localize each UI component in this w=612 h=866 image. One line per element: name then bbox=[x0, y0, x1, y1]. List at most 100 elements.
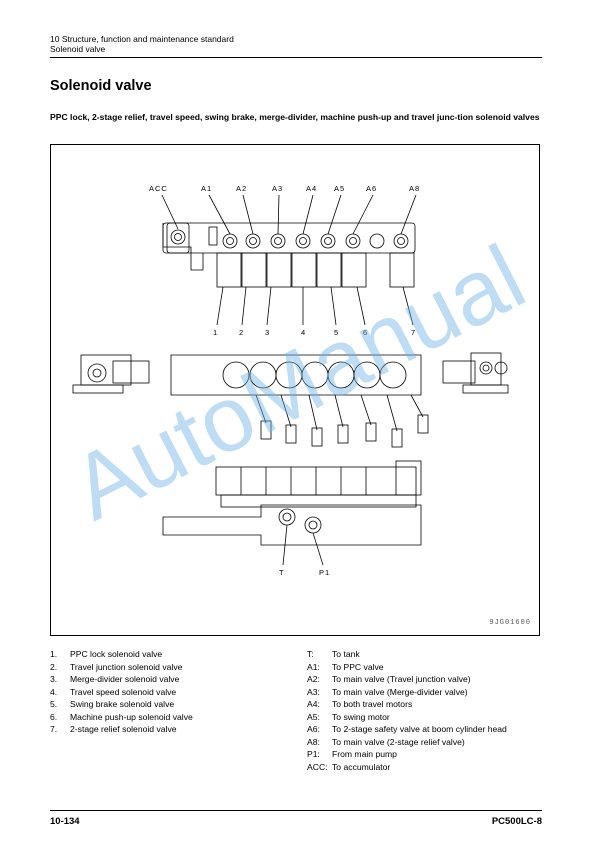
page-title: Solenoid valve bbox=[50, 78, 152, 94]
label-7: 7 bbox=[411, 328, 416, 337]
left-coil bbox=[112, 360, 150, 384]
legend-item: P1:From main pump bbox=[307, 748, 507, 761]
legend-key: A1: bbox=[307, 661, 320, 672]
mount-bracket-top bbox=[162, 223, 204, 271]
label-acc: ACC bbox=[149, 184, 168, 193]
figure-caption: PPC lock, 2-stage relief, travel speed, … bbox=[50, 112, 540, 122]
top-view bbox=[161, 194, 417, 326]
legend-key: A3: bbox=[307, 686, 320, 697]
legend-item: 7. 2-stage relief solenoid valve bbox=[50, 723, 193, 736]
header-section: 10 Structure, function and maintenance s… bbox=[50, 34, 234, 44]
acc-port bbox=[170, 229, 186, 245]
legend-text: To tank bbox=[332, 649, 360, 659]
label-t: T bbox=[279, 568, 285, 577]
legend-item: 4. Travel speed solenoid valve bbox=[50, 686, 193, 699]
label-2: 2 bbox=[239, 328, 244, 337]
label-a6: A6 bbox=[366, 184, 377, 193]
legend-key: P1: bbox=[307, 749, 320, 759]
legend-item: 5. Swing brake solenoid valve bbox=[50, 698, 193, 711]
legend-text: To both travel motors bbox=[332, 699, 413, 709]
legend-key: ACC: bbox=[307, 761, 328, 772]
legend-item: T: To tank bbox=[307, 648, 507, 661]
label-a8: A8 bbox=[409, 184, 420, 193]
label-a2: A2 bbox=[236, 184, 247, 193]
legend-text: To accumulator bbox=[332, 761, 391, 772]
legend-text: Travel junction solenoid valve bbox=[70, 661, 183, 672]
legend-text: 2-stage relief solenoid valve bbox=[70, 724, 177, 734]
port-t bbox=[278, 508, 296, 526]
legend-key: 4. bbox=[50, 686, 58, 697]
legend-key: 1. bbox=[50, 649, 58, 659]
legend-key: 6. bbox=[50, 711, 58, 722]
port-a2 bbox=[245, 233, 261, 249]
legend-ports: T: To tank A1: To PPC valve A2:To main val… bbox=[307, 648, 507, 773]
legend-key: 2. bbox=[50, 661, 58, 672]
solenoid-coil-1 bbox=[216, 252, 242, 288]
left-side-view bbox=[72, 354, 150, 394]
front-view bbox=[170, 354, 429, 448]
legend-item: A8: To main valve (2-stage relief valve) bbox=[307, 736, 507, 749]
footer-divider bbox=[50, 810, 542, 811]
label-5: 5 bbox=[334, 328, 339, 337]
legend-key: A6: bbox=[307, 724, 320, 734]
legend-key: 7. bbox=[50, 724, 58, 734]
legend-text: To main valve (Travel junction valve) bbox=[332, 674, 471, 684]
acc-port-inner bbox=[174, 233, 182, 241]
page-number: 10-134 bbox=[50, 816, 80, 827]
legend-text: To 2-stage safety valve at boom cylinder… bbox=[332, 724, 507, 734]
solenoid-coil-6 bbox=[341, 252, 367, 288]
legend-key: T: bbox=[307, 649, 314, 659]
solenoid-valve-figure: ACC A1 A2 A3 A4 A5 A6 A8 1 2 3 4 5 6 7 T… bbox=[50, 144, 540, 636]
label-a3: A3 bbox=[272, 184, 283, 193]
technical-drawing: ACC A1 A2 A3 A4 A5 A6 A8 1 2 3 4 5 6 7 T… bbox=[72, 184, 509, 577]
port-a4 bbox=[295, 233, 311, 249]
header-divider bbox=[50, 57, 542, 58]
legend-item: A1: To PPC valve bbox=[307, 661, 507, 674]
legend-item: 2. Travel junction solenoid valve bbox=[50, 661, 193, 674]
port-a8 bbox=[393, 233, 409, 249]
port-a6 bbox=[345, 233, 361, 249]
legend-key: 3. bbox=[50, 674, 58, 684]
legend-key: A5: bbox=[307, 711, 320, 722]
label-p1: P1 bbox=[319, 568, 330, 577]
page-header: 10 Structure, function and maintenance s… bbox=[50, 34, 234, 54]
legend-item: A3: To main valve (Merge-divider valve) bbox=[307, 686, 507, 699]
solenoid-coil-7 bbox=[389, 252, 415, 288]
legend-key: 5. bbox=[50, 699, 58, 709]
label-a4: A4 bbox=[306, 184, 317, 193]
legend-item: A2:To main valve (Travel junction valve) bbox=[307, 673, 507, 686]
port-a5 bbox=[320, 233, 336, 249]
bottom-view bbox=[162, 460, 422, 566]
legend-text: To PPC valve bbox=[332, 661, 384, 672]
solenoid-coil-4 bbox=[291, 252, 317, 288]
legend-item: 3. Merge-divider solenoid valve bbox=[50, 673, 193, 686]
legend-item: A4: To both travel motors bbox=[307, 698, 507, 711]
legend-text: To swing motor bbox=[332, 711, 390, 722]
legend-text: Travel speed solenoid valve bbox=[70, 686, 177, 697]
legend-text: Swing brake solenoid valve bbox=[70, 699, 175, 709]
name-plate bbox=[208, 226, 218, 246]
legend-text: PPC lock solenoid valve bbox=[70, 649, 163, 659]
port-blank bbox=[369, 233, 385, 249]
legend-item: 6.Machine push-up solenoid valve bbox=[50, 711, 193, 724]
legend-key: A8: bbox=[307, 736, 320, 747]
legend-text: To main valve (2-stage relief valve) bbox=[332, 736, 465, 747]
drawing-code: 9JG01600 bbox=[489, 619, 531, 627]
legend-item: ACC: To accumulator bbox=[307, 761, 507, 774]
legend-text: Merge-divider solenoid valve bbox=[70, 674, 180, 684]
solenoid-coil-3 bbox=[266, 252, 292, 288]
label-4: 4 bbox=[301, 328, 306, 337]
valve-body-top bbox=[162, 222, 416, 254]
label-a5: A5 bbox=[334, 184, 345, 193]
header-subsection: Solenoid valve bbox=[50, 44, 106, 54]
acc-port-block bbox=[166, 222, 190, 254]
right-side-view bbox=[442, 352, 509, 394]
legend-text: To main valve (Merge-divider valve) bbox=[332, 686, 468, 697]
solenoid-coil-2 bbox=[241, 252, 267, 288]
label-6: 6 bbox=[363, 328, 368, 337]
port-a3 bbox=[270, 233, 286, 249]
label-1: 1 bbox=[213, 328, 218, 337]
legend-key: A4: bbox=[307, 699, 320, 709]
legend-item: A6: To 2-stage safety valve at boom cylin… bbox=[307, 723, 507, 736]
port-a1 bbox=[222, 233, 238, 249]
